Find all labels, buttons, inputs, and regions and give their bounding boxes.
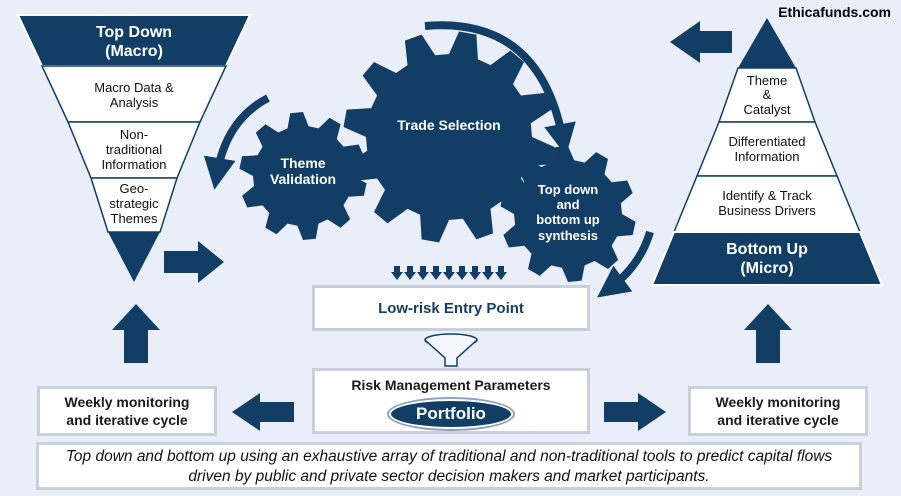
trade-selection-gear — [343, 31, 555, 243]
top-down-level-1-line1: Macro Data & — [94, 80, 174, 95]
theme-validation-gear — [239, 112, 367, 240]
synthesis-label-line4: synthesis — [538, 228, 598, 243]
down-arrow-icon — [482, 266, 494, 280]
top-down-pyramid: Top Down (Macro) Macro Data & Analysis N… — [16, 14, 252, 282]
top-down-level-2-line1: Non- — [120, 127, 148, 142]
top-down-level-1-line2: Analysis — [110, 95, 159, 110]
top-down-level-2-line3: Information — [101, 157, 166, 172]
synthesis-label-line2: and — [556, 197, 579, 212]
down-arrow-icon — [443, 266, 455, 280]
risk-management-box: Risk Management Parameters Portfolio — [312, 368, 590, 434]
funnel-icon — [424, 333, 478, 367]
arrow-up-right — [744, 304, 792, 363]
bottom-up-level-1-line2: & — [763, 87, 772, 102]
down-arrow-icon — [495, 266, 507, 280]
bottom-up-level-3-line2: Business Drivers — [718, 203, 816, 218]
arrow-left-top — [670, 21, 732, 63]
top-down-level-3-line3: Themes — [111, 211, 158, 226]
theme-validation-label-line1: Theme — [280, 155, 325, 171]
arrow-right-bottom — [604, 393, 666, 431]
down-arrow-icon — [391, 266, 403, 280]
portfolio-label: Portfolio — [416, 404, 486, 423]
weekly-left-line2: and iterative cycle — [66, 412, 188, 428]
weekly-right-line1: Weekly monitoring — [715, 394, 841, 410]
down-arrow-icon — [404, 266, 416, 280]
trade-selection-label: Trade Selection — [397, 117, 500, 133]
arrow-up-left — [112, 304, 160, 363]
top-down-level-2-line2: traditional — [106, 142, 162, 157]
gears: Trade Selection Theme Validation Top dow… — [239, 31, 636, 282]
risk-management-title: Risk Management Parameters — [351, 377, 551, 393]
bottom-up-title-line1: Bottom Up — [726, 241, 808, 258]
synthesis-label-line1: Top down — [538, 182, 598, 197]
down-arrow-icon — [469, 266, 481, 280]
bottom-up-title-line2: (Micro) — [740, 260, 793, 277]
top-down-title-line2: (Macro) — [105, 43, 163, 60]
top-down-level-3-line1: Geo- — [120, 181, 149, 196]
entry-point-label: Low-risk Entry Point — [378, 299, 524, 317]
synthesis-label-line3: bottom up — [536, 212, 600, 227]
down-arrow-icon — [430, 266, 442, 280]
entry-point-box: Low-risk Entry Point — [312, 285, 590, 331]
weekly-right-line2: and iterative cycle — [717, 412, 839, 428]
arrow-left-bottom — [232, 393, 294, 431]
bottom-up-level-1-line1: Theme — [747, 73, 787, 88]
bottom-up-pyramid: Theme & Catalyst Differentiated Informat… — [650, 18, 884, 286]
bottom-up-level-2-line1: Differentiated — [728, 134, 805, 149]
block-arrows — [112, 21, 792, 431]
bottom-up-level-1-line3: Catalyst — [744, 102, 791, 117]
portfolio-badge: Portfolio — [389, 399, 513, 429]
down-arrow-row — [391, 266, 507, 280]
weekly-left-line1: Weekly monitoring — [64, 394, 190, 410]
bottom-up-level-3-line1: Identify & Track — [722, 188, 812, 203]
theme-validation-label-line2: Validation — [270, 171, 336, 187]
synthesis-gear — [500, 146, 636, 282]
weekly-monitoring-left: Weekly monitoring and iterative cycle — [37, 386, 217, 436]
top-down-title-line1: Top Down — [96, 24, 172, 41]
curved-arrow-top — [424, 21, 576, 156]
top-down-level-3-line2: strategic — [109, 196, 159, 211]
weekly-monitoring-right: Weekly monitoring and iterative cycle — [688, 386, 868, 436]
caption: Top down and bottom up using an exhausti… — [36, 442, 862, 490]
bottom-up-level-2-line2: Information — [734, 149, 799, 164]
cycle-arrows — [203, 21, 654, 298]
down-arrow-icon — [417, 266, 429, 280]
arrow-right-top-down — [164, 241, 224, 283]
down-arrow-icon — [456, 266, 468, 280]
curved-arrow-left — [203, 94, 270, 190]
curved-arrow-right — [597, 230, 654, 298]
brand-label: Ethicafunds.com — [778, 4, 891, 20]
